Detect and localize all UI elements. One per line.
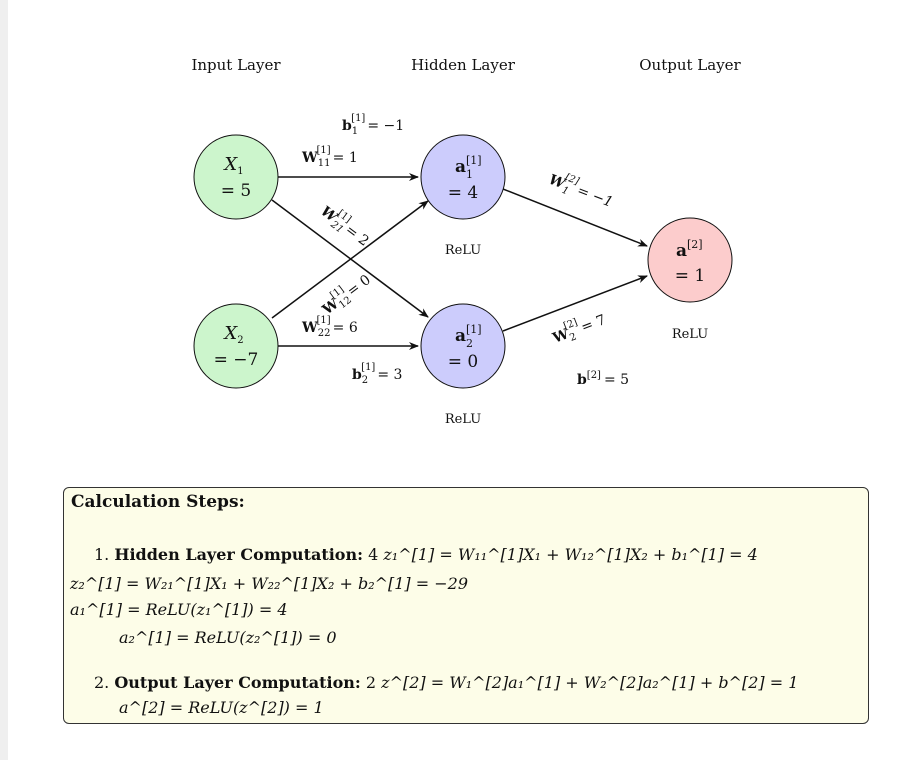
node-x2 bbox=[193, 303, 279, 389]
node-h2 bbox=[420, 303, 506, 389]
node-h1 bbox=[420, 134, 506, 220]
step2-count: 2 bbox=[365, 673, 377, 692]
node-h2-value: = 0 bbox=[448, 352, 478, 372]
node-x1-value: = 5 bbox=[221, 181, 251, 201]
step2-eq2: a^[2] = ReLU(z^[2]) = 1 bbox=[119, 698, 324, 717]
step1-eq4: a₂^[1] = ReLU(z₂^[1]) = 0 bbox=[119, 628, 337, 647]
step2-line: 2. Output Layer Computation: 2 z^[2] = W… bbox=[94, 673, 798, 692]
node-x1 bbox=[193, 134, 279, 220]
edge-h1-out bbox=[502, 188, 648, 247]
bias-b2-label: b2[1]= 3 bbox=[352, 362, 402, 386]
weight-w11-label: W11[1]= 1 bbox=[301, 145, 358, 169]
step1-label: Hidden Layer Computation: bbox=[114, 545, 363, 564]
hidden-layer-heading: Hidden Layer bbox=[411, 56, 516, 74]
weight-w22-label: W22[1]= 6 bbox=[301, 315, 358, 339]
weight-w2o-label: W2[2]= 7 bbox=[548, 307, 609, 350]
output-layer-heading: Output Layer bbox=[639, 56, 741, 74]
edge-x2-h1 bbox=[271, 200, 429, 319]
edge-x1-h2 bbox=[271, 199, 429, 318]
edge-h2-out bbox=[502, 275, 648, 332]
calculation-steps-box: Calculation Steps: 1. Hidden Layer Compu… bbox=[63, 487, 869, 724]
input-layer-heading: Input Layer bbox=[191, 56, 281, 74]
node-h2-sup: [1] bbox=[466, 323, 482, 336]
out-activation-label: ReLU bbox=[672, 327, 708, 342]
step2-eq1: z^[2] = W₁^[2]a₁^[1] + W₂^[2]a₂^[1] + b^… bbox=[381, 673, 799, 692]
step1-count: 4 bbox=[368, 545, 379, 564]
left-margin-strip bbox=[0, 0, 8, 760]
weight-w12-label: W12[1]= 0 bbox=[316, 268, 376, 321]
calculation-steps-title: Calculation Steps: bbox=[71, 492, 245, 512]
step2-number: 2. bbox=[94, 673, 110, 692]
weight-w1o-label: W1[2]= −1 bbox=[545, 167, 616, 213]
step1-number: 1. bbox=[94, 545, 110, 564]
node-x2-name: X2 bbox=[222, 323, 243, 346]
node-out bbox=[647, 217, 733, 303]
node-h1-value: = 4 bbox=[448, 183, 478, 203]
node-x1-name: X1 bbox=[222, 154, 243, 177]
node-h2-sub: 2 bbox=[466, 337, 473, 350]
step1-eq1: z₁^[1] = W₁₁^[1]X₁ + W₁₂^[1]X₂ + b₁^[1] … bbox=[383, 545, 758, 564]
node-out-value: = 1 bbox=[675, 266, 705, 286]
step1-line: 1. Hidden Layer Computation: 4 z₁^[1] = … bbox=[94, 545, 758, 564]
weight-w21-label: W21[1]= 2 bbox=[316, 199, 375, 252]
node-h1-sub: 1 bbox=[466, 168, 473, 181]
node-x2-value: = −7 bbox=[214, 350, 259, 370]
h2-activation-label: ReLU bbox=[445, 412, 481, 427]
bias-b1-label: b1[1]= −1 bbox=[342, 113, 404, 137]
node-h2-name: a bbox=[455, 326, 466, 346]
step2-label: Output Layer Computation: bbox=[114, 673, 361, 692]
h1-activation-label: ReLU bbox=[445, 243, 481, 258]
step1-eq3: a₁^[1] = ReLU(z₁^[1]) = 4 bbox=[70, 600, 288, 619]
node-h1-name: a bbox=[455, 157, 466, 177]
network-diagram: Input Layer Hidden Layer Output Layer X1… bbox=[191, 56, 741, 427]
node-out-name: a[2] bbox=[676, 238, 703, 261]
bias-bo-label: b[2]= 5 bbox=[577, 370, 629, 388]
node-h1-sup: [1] bbox=[466, 154, 482, 167]
step1-eq2: z₂^[1] = W₂₁^[1]X₁ + W₂₂^[1]X₂ + b₂^[1] … bbox=[70, 574, 469, 593]
